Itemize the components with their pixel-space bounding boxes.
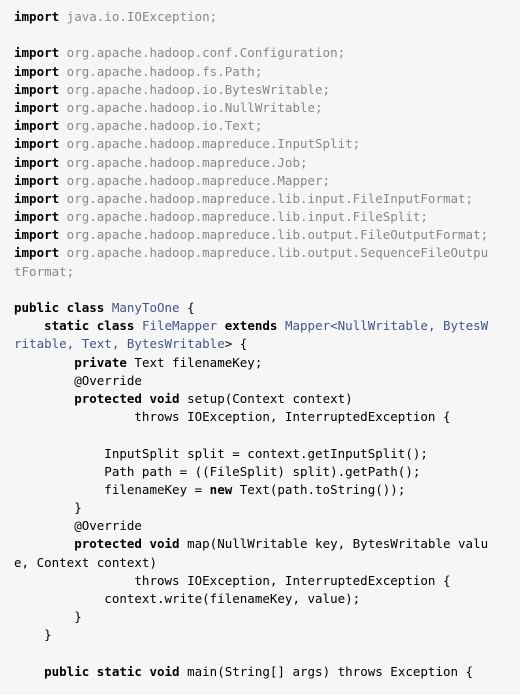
code-token [277, 318, 285, 333]
code-token: throws IOException, InterruptedException… [14, 572, 451, 588]
code-token: main(String[] args) throws Exception { [179, 663, 474, 679]
code-token: new [209, 481, 233, 497]
code-token: } [14, 500, 82, 516]
code-token [134, 318, 142, 333]
code-token: import [14, 154, 60, 170]
code-token: { [179, 300, 195, 315]
code-token: context.write(filenameKey, value); [14, 591, 361, 606]
code-line: public class ManyToOne { [14, 299, 520, 317]
code-line: import org.apache.hadoop.mapreduce.Mappe… [14, 172, 520, 190]
code-token: Path path = ((FileSplit) split).getPath(… [14, 463, 421, 479]
code-token: filenameKey = [14, 481, 210, 497]
code-line: e, Context context) [14, 554, 520, 572]
code-token: import [14, 136, 60, 152]
code-token: import [14, 81, 60, 97]
code-token: map(NullWritable key, BytesWritable valu [179, 536, 489, 552]
code-token: org.apache.hadoop.conf.Configuration; [59, 45, 346, 61]
code-token: org.apache.hadoop.mapreduce.lib.input.Fi… [59, 190, 474, 206]
code-token: public static void [14, 663, 180, 679]
code-line: import org.apache.hadoop.fs.Path; [14, 63, 520, 81]
code-line: ritable, Text, BytesWritable> { [14, 335, 520, 353]
code-token: import [14, 118, 60, 134]
code-token: throws IOException, InterruptedException… [14, 409, 451, 425]
code-line: @Override [14, 517, 520, 535]
code-line: import org.apache.hadoop.mapreduce.Job; [14, 154, 520, 172]
code-token: Text(path.toString()); [232, 481, 406, 497]
code-token: Text filenameKey; [126, 354, 263, 370]
code-line: static class FileMapper extends Mapper<N… [14, 317, 520, 335]
code-token: FileMapper [141, 318, 218, 334]
code-line: import org.apache.hadoop.mapreduce.Input… [14, 135, 520, 153]
code-token: import [14, 245, 60, 261]
code-line: } [14, 499, 520, 517]
code-token: org.apache.hadoop.io.NullWritable; [59, 99, 323, 115]
code-line: @Override [14, 372, 520, 390]
code-token: ritable, Text, BytesWritable [14, 336, 225, 352]
code-token: private [14, 354, 127, 370]
code-line: import org.apache.hadoop.mapreduce.lib.o… [14, 244, 520, 262]
code-line: public static void main(String[] args) t… [14, 663, 520, 681]
code-token: org.apache.hadoop.mapreduce.lib.output.S… [59, 245, 489, 261]
code-token: import [14, 190, 60, 206]
code-line: Path path = ((FileSplit) split).getPath(… [14, 463, 520, 481]
code-token: } [14, 627, 52, 643]
code-line [14, 281, 520, 299]
code-line: tFormat; [14, 263, 520, 281]
code-line: throws IOException, InterruptedException… [14, 572, 520, 590]
code-line: import org.apache.hadoop.conf.Configurat… [14, 44, 520, 62]
code-token: org.apache.hadoop.mapreduce.lib.output.F… [59, 227, 489, 243]
code-token: ManyToOne [111, 300, 180, 315]
code-line: import org.apache.hadoop.io.NullWritable… [14, 99, 520, 117]
code-line: import org.apache.hadoop.mapreduce.lib.o… [14, 226, 520, 244]
code-line [14, 26, 520, 44]
code-line: import org.apache.hadoop.io.BytesWritabl… [14, 81, 520, 99]
code-token: import [14, 227, 60, 243]
code-line: throws IOException, InterruptedException… [14, 408, 520, 426]
code-token: java.io.IOException; [59, 9, 218, 24]
code-token: public class [14, 300, 105, 315]
code-token [104, 300, 112, 315]
code-token: InputSplit split = context.getInputSplit… [14, 445, 428, 461]
code-line: import java.io.IOException; [14, 8, 520, 26]
code-token: > { [224, 336, 248, 352]
code-token: org.apache.hadoop.io.BytesWritable; [59, 81, 331, 97]
code-token: e, Context context) [14, 554, 157, 570]
code-token: org.apache.hadoop.mapreduce.InputSplit; [59, 136, 361, 152]
code-line: import org.apache.hadoop.mapreduce.lib.i… [14, 190, 520, 208]
code-token: } [14, 609, 82, 625]
code-line: private Text filenameKey; [14, 354, 520, 372]
code-line: } [14, 626, 520, 644]
code-token: import [14, 99, 60, 115]
code-token: extends [217, 318, 278, 334]
code-line: import org.apache.hadoop.mapreduce.lib.i… [14, 208, 520, 226]
code-token: import [14, 209, 60, 225]
code-line: protected void setup(Context context) [14, 390, 520, 408]
code-token: org.apache.hadoop.mapreduce.Mapper; [59, 172, 331, 188]
code-token: Mapper<NullWritable, BytesW [284, 318, 489, 334]
code-token: static class [14, 318, 135, 334]
code-token: import [14, 63, 60, 79]
code-token: import [14, 9, 60, 24]
code-token: @Override [14, 518, 142, 534]
code-line [14, 645, 520, 663]
code-line: filenameKey = new Text(path.toString()); [14, 481, 520, 499]
code-line: } [14, 608, 520, 626]
code-token: org.apache.hadoop.mapreduce.lib.input.Fi… [59, 209, 428, 225]
code-token: setup(Context context) [179, 390, 353, 406]
code-line: InputSplit split = context.getInputSplit… [14, 445, 520, 463]
code-line: protected void map(NullWritable key, Byt… [14, 535, 520, 553]
code-token: @Override [14, 372, 142, 388]
code-line: context.write(filenameKey, value); [14, 590, 520, 608]
code-token: tFormat; [14, 263, 75, 279]
code-token: org.apache.hadoop.mapreduce.Job; [59, 154, 308, 170]
code-token: protected void [14, 390, 180, 406]
code-token: import [14, 172, 60, 188]
code-token: org.apache.hadoop.io.Text; [59, 118, 263, 134]
code-token: import [14, 45, 60, 61]
code-line: import org.apache.hadoop.io.Text; [14, 117, 520, 135]
code-token: protected void [14, 536, 180, 552]
code-line [14, 426, 520, 444]
code-token: org.apache.hadoop.fs.Path; [59, 63, 263, 79]
